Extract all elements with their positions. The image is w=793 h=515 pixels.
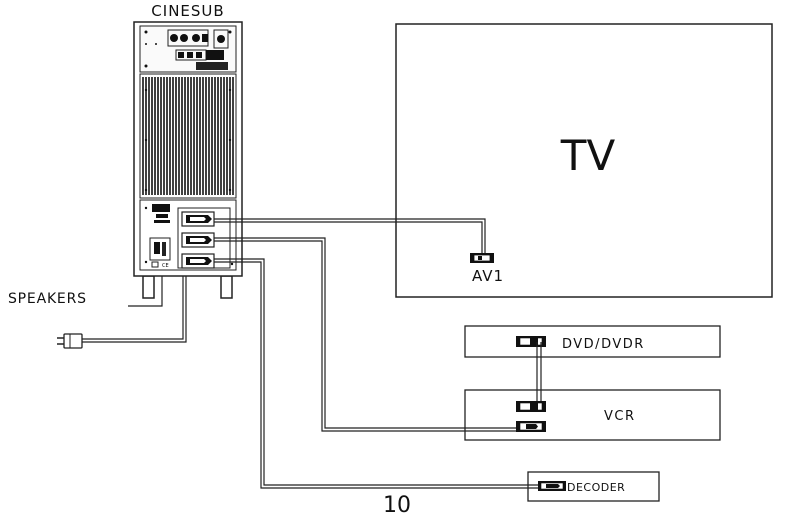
- tv-label: TV: [560, 131, 616, 180]
- cinesub-scart-3: [181, 253, 215, 269]
- cinesub-scart-2: [181, 232, 215, 248]
- vcr-label: VCR: [604, 409, 636, 424]
- power-cord: [82, 276, 187, 343]
- tv-scart-av1: [470, 253, 494, 263]
- cinesub-unit: CE: [133, 21, 243, 299]
- speakers-lead: [128, 276, 163, 307]
- decoder-label: DECODER: [567, 481, 625, 494]
- vcr-scart-top: [516, 401, 546, 412]
- page-number: 10: [383, 493, 411, 515]
- dvd-box: [464, 325, 721, 358]
- cinesub-foot-right: [220, 275, 233, 299]
- tv-box: [395, 23, 773, 298]
- svg-text:CE: CE: [162, 263, 169, 269]
- tv-input-av1-label: AV1: [472, 267, 504, 285]
- cable-sub-to-decoder: [214, 258, 538, 489]
- vcr-scart-bottom: [516, 421, 546, 432]
- cable-sub-to-vcr: [214, 237, 516, 432]
- dvd-label: DVD/DVDR: [562, 337, 645, 352]
- cinesub-scart-1: [181, 211, 215, 227]
- speakers-label: SPEAKERS: [8, 291, 87, 307]
- cable-dvd-to-vcr: [536, 342, 542, 401]
- vcr-box: [464, 389, 721, 441]
- decoder-scart: [538, 481, 566, 491]
- cinesub-heatsink: [139, 73, 237, 199]
- power-plug-icon: [57, 333, 83, 349]
- cinesub-foot-left: [142, 275, 155, 299]
- cable-sub-to-tv: [214, 218, 486, 253]
- dvd-scart: [516, 336, 546, 347]
- cinesub-label: CINESUB: [151, 2, 224, 20]
- cinesub-top-controls: [144, 29, 232, 70]
